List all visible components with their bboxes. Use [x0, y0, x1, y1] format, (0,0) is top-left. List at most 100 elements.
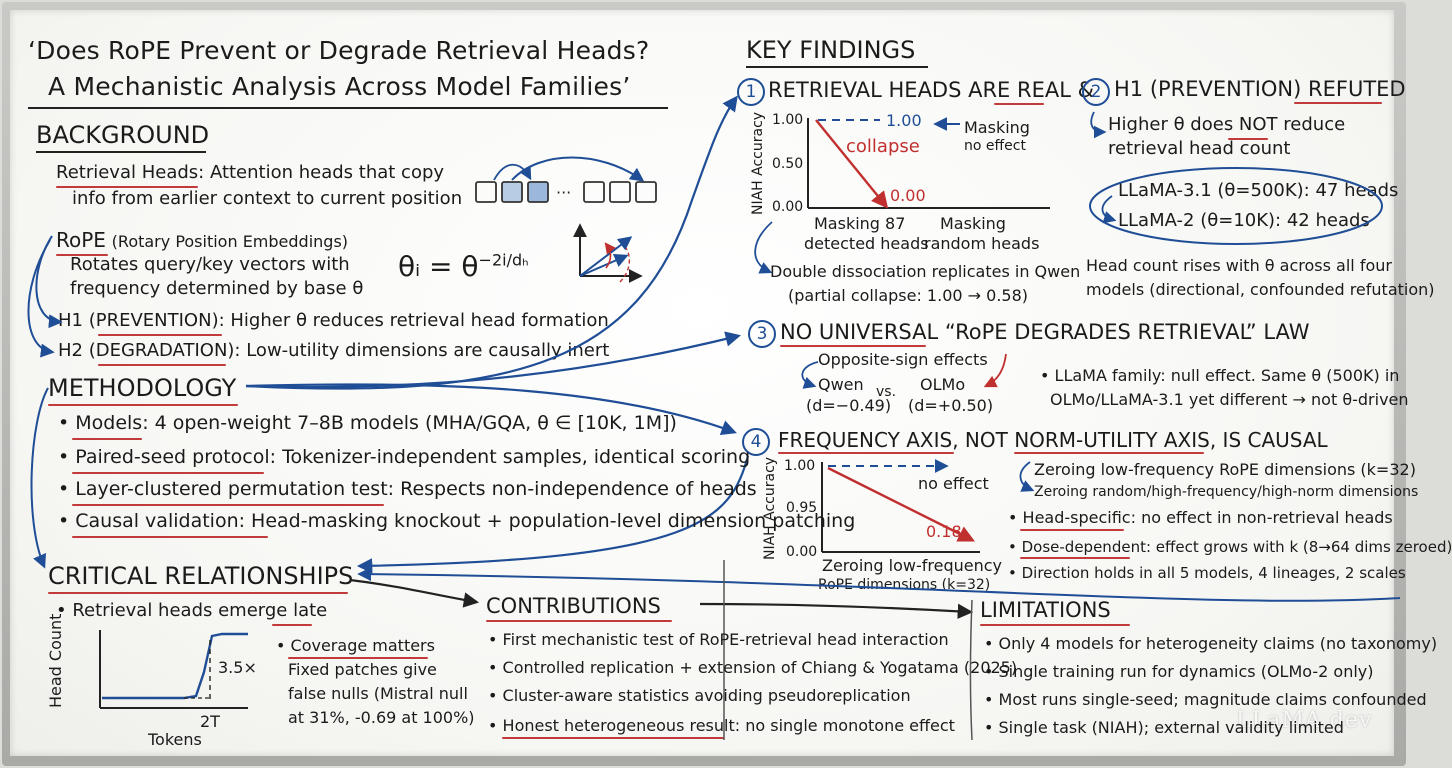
methodology-item-rest: : 4 open-weight 7–8B models (MHA/GQA, θ …: [142, 412, 677, 434]
head-specific-rest: : no effect in non-retrieval heads: [1130, 508, 1393, 527]
methodology-item-term: Models: [75, 412, 143, 434]
f2-title-term: REFUTED: [1308, 77, 1406, 101]
no-effect-label: no effect: [918, 474, 989, 493]
contribution-item: • First mechanistic test of RoPE-retriev…: [488, 630, 949, 649]
olmo-label: OLMo: [920, 375, 966, 394]
f2-not-term: NOT: [1238, 114, 1278, 135]
head-count-rises-2: models (directional, confounded refutati…: [1086, 280, 1435, 299]
contributions-heading: CONTRIBUTIONS: [486, 594, 661, 618]
opposite-sign-effects: Opposite-sign effects: [818, 350, 988, 369]
f4-x-label-1: Zeroing low-frequency: [822, 556, 1002, 575]
rope-full-name: (Rotary Position Embeddings): [111, 232, 349, 251]
f1-ytick-0: 0.00: [772, 199, 804, 215]
limitations-separator: [969, 599, 973, 741]
double-dissociation-line-2: (partial collapse: 1.00 → 0.58): [788, 286, 1028, 305]
rope-term: RoPE: [56, 228, 106, 252]
direction-holds: • Direction holds in all 5 models, 4 lin…: [1008, 564, 1406, 582]
zero-low-frequency: Zeroing low-frequency RoPE dimensions (k…: [1034, 460, 1416, 479]
f1-title-term: REAL: [1017, 78, 1071, 102]
double-dissociation-line-1: Double dissociation replicates in Qwen: [770, 262, 1081, 281]
jump-label: 3.5×: [218, 658, 257, 677]
methodology-item-term: Layer-clustered permutation test: [75, 478, 388, 500]
coverage-term: Coverage matters: [290, 636, 435, 655]
head-specific: • Head-specific: no effect in non-retrie…: [1008, 508, 1393, 527]
methodology-item-rest: : Respects non-independence of heads: [387, 478, 757, 500]
contribution-4-rest: : no single monotone effect: [734, 716, 955, 735]
llama-compare-arrow: [1101, 195, 1117, 224]
f4-title-mid: , NOT: [952, 428, 1015, 452]
critical-to-contributions-arrow: [349, 578, 480, 608]
limitation-item: • Single task (NIAH); external validity …: [984, 718, 1344, 737]
h1-prefix: H1 (: [58, 310, 96, 331]
coverage-heading: • Coverage matters: [276, 636, 435, 655]
refuted-underline: [1294, 102, 1382, 104]
x-tick-2t: 2T: [200, 712, 220, 731]
head-count-curve: [102, 632, 248, 700]
rope-def-2: frequency determined by base θ: [70, 278, 364, 299]
limitation-item: • Most runs single-seed; magnitude claim…: [984, 690, 1427, 709]
f4-x-label-2: RoPE dimensions (k=32): [818, 577, 991, 593]
f1-ytick-1: 1.00: [772, 112, 804, 128]
retrieval-heads-underline: [56, 186, 198, 188]
h2-rest: ): Low-utility dimensions are causally i…: [227, 340, 610, 361]
zeroing-arrow: [1019, 461, 1035, 492]
no-universal-underline: [780, 345, 926, 347]
real-underline: [994, 103, 1044, 105]
retrieval-heads-def-1: : Attention heads that copy: [198, 162, 445, 183]
finding-4-chart: [821, 459, 980, 553]
rope-to-h1-arrow: [35, 235, 63, 329]
llama-null-line-2: OLMo/LLaMA-3.1 yet different → not θ-dri…: [1050, 390, 1409, 409]
finding-4-to-critical-arrow: [356, 455, 750, 574]
f1-detected-heads-line: [815, 119, 889, 209]
f4-ytick-1: 1.00: [784, 458, 816, 474]
qwen-label: Qwen: [818, 375, 864, 394]
methodology-item: • Paired-seed protocol: Tokenizer-indepe…: [58, 446, 750, 468]
f3-title-term: NO UNIVERSAL: [780, 320, 939, 344]
emerge-late-text: • Retrieval heads emerge late: [56, 600, 327, 621]
llama2-heads: LLaMA-2 (θ=10K): 42 heads: [1118, 210, 1370, 231]
masking-note-2: no effect: [964, 138, 1026, 154]
late-underline: [272, 624, 312, 626]
qwen-arrow: [801, 361, 819, 389]
f2-line-1b: reduce: [1277, 114, 1346, 135]
methodology-term-underline: [72, 536, 268, 538]
dissociation-arrow: [754, 221, 773, 274]
dose-dependent: • Dose-dependent: effect grows with k (8…: [1008, 538, 1452, 556]
contribution-item: • Controlled replication + extension of …: [488, 658, 1018, 677]
h1-underline: [98, 334, 222, 336]
retrieval-heads-def-2: info from earlier context to current pos…: [72, 188, 463, 209]
contribution-4-term: Honest heterogeneous result: [502, 716, 735, 735]
methodology-item: • Layer-clustered permutation test: Resp…: [58, 478, 757, 500]
rope-def-1: Rotates query/key vectors with: [70, 254, 350, 275]
f1-title-a: RETRIEVAL HEADS ARE: [768, 78, 1018, 102]
methodology-to-finding-1-arrow: [245, 95, 738, 390]
key-findings-underline: [746, 66, 928, 68]
olmo-effect: (d=+0.50): [908, 396, 994, 415]
f1-category-1-line-1: Masking 87: [814, 214, 906, 233]
contribution-item: • Cluster-aware statistics avoiding pseu…: [488, 686, 911, 705]
f1-category-2-line-2: random heads: [924, 234, 1040, 253]
finding-2-number: 2: [1082, 78, 1110, 106]
collapse-label: collapse: [846, 136, 920, 157]
rope-formula: θᵢ = θ−2i/dₕ: [398, 250, 529, 283]
bullet: •: [58, 446, 76, 468]
head-count-rises-1: Head count rises with θ across all four: [1086, 256, 1392, 275]
bullet: •: [58, 412, 76, 434]
background-heading: BACKGROUND: [36, 121, 210, 149]
finding-3-number: 3: [748, 320, 776, 348]
f2-line-1a: Higher θ does: [1108, 114, 1239, 135]
f1-ytick-050: 0.50: [772, 156, 804, 172]
rotation-diagram: [573, 223, 643, 283]
f4-ytick-095: 0.95: [786, 500, 818, 516]
f4-low-freq-dims-line: [827, 466, 976, 542]
title-underline: [28, 107, 668, 109]
watermark-logo: LLaMA.dev: [1236, 708, 1373, 733]
attention-copy-diagram: ···: [475, 156, 657, 203]
dose-dependent-term: Dose-dependent: [1021, 538, 1146, 556]
methodology-to-critical-arrow: [30, 387, 49, 569]
coverage-line-2: false nulls (Mistral null: [288, 684, 468, 703]
emerge-prefix: • Retrieval heads emerge: [56, 600, 294, 621]
rope-underline: [56, 254, 108, 256]
methodology-item-rest: : Head-masking knockout + population-lev…: [238, 510, 856, 532]
svg-text:···: ···: [556, 183, 571, 202]
